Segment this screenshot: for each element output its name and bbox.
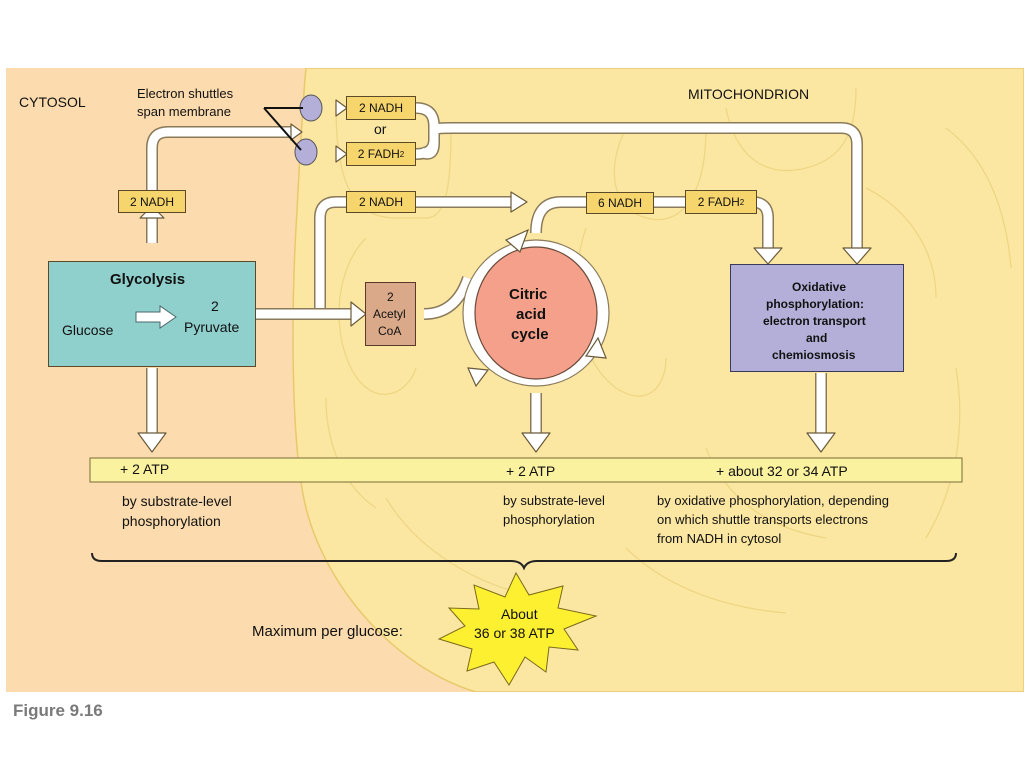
shuttles-label-line2: span membrane: [137, 104, 231, 119]
oxphos-line-3: electron transport: [763, 314, 866, 328]
oxphos-line-5: chemiosmosis: [772, 348, 856, 362]
desc-oxphos-2: on which shuttle transports electrons: [657, 512, 868, 527]
oxphos-line-1: Oxidative: [792, 280, 847, 294]
krebs-fadh-label: 2 FADH: [697, 195, 740, 209]
arrowhead-to-oxphos-left: [753, 247, 783, 265]
atp-starburst: [437, 571, 598, 686]
shuttle-nadh-box: 2 NADH: [346, 96, 416, 120]
coa-label: CoA: [378, 324, 402, 338]
glucose-label: Glucose: [62, 322, 114, 338]
arrowhead-to-krebs-nadh: [510, 191, 528, 213]
atp-oxphos: + about 32 or 34 ATP: [716, 463, 848, 479]
total-atp-label: 36 or 38 ATP: [474, 625, 555, 641]
shuttle-fadh-label: 2 FADH: [357, 147, 400, 161]
oxphos-box: [730, 264, 904, 372]
glycolysis-title: Glycolysis: [110, 271, 186, 288]
fadh-subscript: 2: [399, 149, 405, 159]
arrowhead-to-acetyl: [350, 301, 367, 327]
arrowhead-into-fadh-shuttle: [335, 145, 348, 163]
pipe-glyco-nadh-up: [146, 126, 291, 243]
arrowhead-to-oxphos-right: [842, 247, 872, 265]
oxphos-line-4: and: [806, 331, 828, 345]
or-label: or: [374, 121, 387, 137]
acetyl-count: 2: [387, 290, 394, 304]
summary-brace: [91, 552, 957, 571]
atp-citric-cycle: + 2 ATP: [506, 463, 556, 479]
arrowhead-into-nadh-shuttle: [335, 99, 348, 117]
krebs-fadh-subscript: 2: [739, 197, 745, 207]
glycolysis-nadh-label: 2 NADH: [129, 194, 174, 209]
oxphos-line-2: phosphorylation:: [766, 297, 864, 311]
glycolysis-nadh-box: 2 NADH: [118, 190, 186, 213]
citric-label-2: acid: [516, 306, 547, 323]
shuttle-protein-bottom: [294, 138, 318, 166]
atp-glycolysis: + 2 ATP: [120, 461, 170, 477]
shuttles-label-line1: Electron shuttles: [137, 86, 234, 101]
about-label: About: [501, 606, 538, 622]
arrowhead-cycle-down: [521, 432, 551, 453]
mitochondrion-label: MITOCHONDRION: [688, 86, 810, 102]
arrowhead-shuttle-in: [290, 123, 303, 141]
cycle-arrow-right: [584, 336, 607, 359]
pyruvate-nadh-label: 2 NADH: [358, 195, 403, 209]
glycolysis-inner-arrow-shape: [135, 305, 177, 329]
pyruvate-count: 2: [211, 298, 219, 314]
krebs-nadh-box: 6 NADH: [586, 192, 654, 214]
glycolysis-inner-arrow: [135, 305, 177, 329]
arrowhead-glyco-down: [137, 432, 167, 453]
desc-cycle-1: by substrate-level: [503, 493, 605, 508]
shuttle-nadh-label: 2 NADH: [358, 101, 403, 115]
desc-cycle-2: phosphorylation: [503, 512, 595, 527]
acetyl-label: Acetyl: [373, 307, 406, 321]
krebs-nadh-label: 6 NADH: [597, 196, 642, 210]
desc-glycolysis-2: phosphorylation: [122, 513, 221, 529]
diagram-artwork: [89, 68, 1024, 692]
pyruvate-nadh-box: 2 NADH: [346, 191, 416, 213]
acetyl-coa-box: [365, 282, 416, 346]
desc-oxphos-1: by oxidative phosphorylation, depending: [657, 493, 890, 508]
cytosol-label: CYTOSOL: [19, 94, 86, 110]
figure-caption: Figure 9.16: [13, 701, 103, 720]
cycle-arrow-left: [467, 367, 490, 388]
citric-label-3: cycle: [511, 326, 549, 343]
max-per-glucose-label: Maximum per glucose:: [252, 623, 403, 640]
desc-glycolysis-1: by substrate-level: [122, 493, 232, 509]
citric-acid-cycle: [474, 246, 598, 380]
atp-bar: [89, 457, 963, 483]
cycle-arrow-top: [504, 228, 530, 254]
arrowhead-oxphos-down: [806, 432, 836, 453]
desc-oxphos-3: from NADH in cytosol: [657, 531, 782, 546]
citric-label-1: Citric: [509, 286, 548, 303]
shuttle-protein-top: [299, 94, 323, 122]
pyruvate-label: Pyruvate: [184, 319, 240, 335]
pointer-line-bottom: [263, 107, 302, 151]
